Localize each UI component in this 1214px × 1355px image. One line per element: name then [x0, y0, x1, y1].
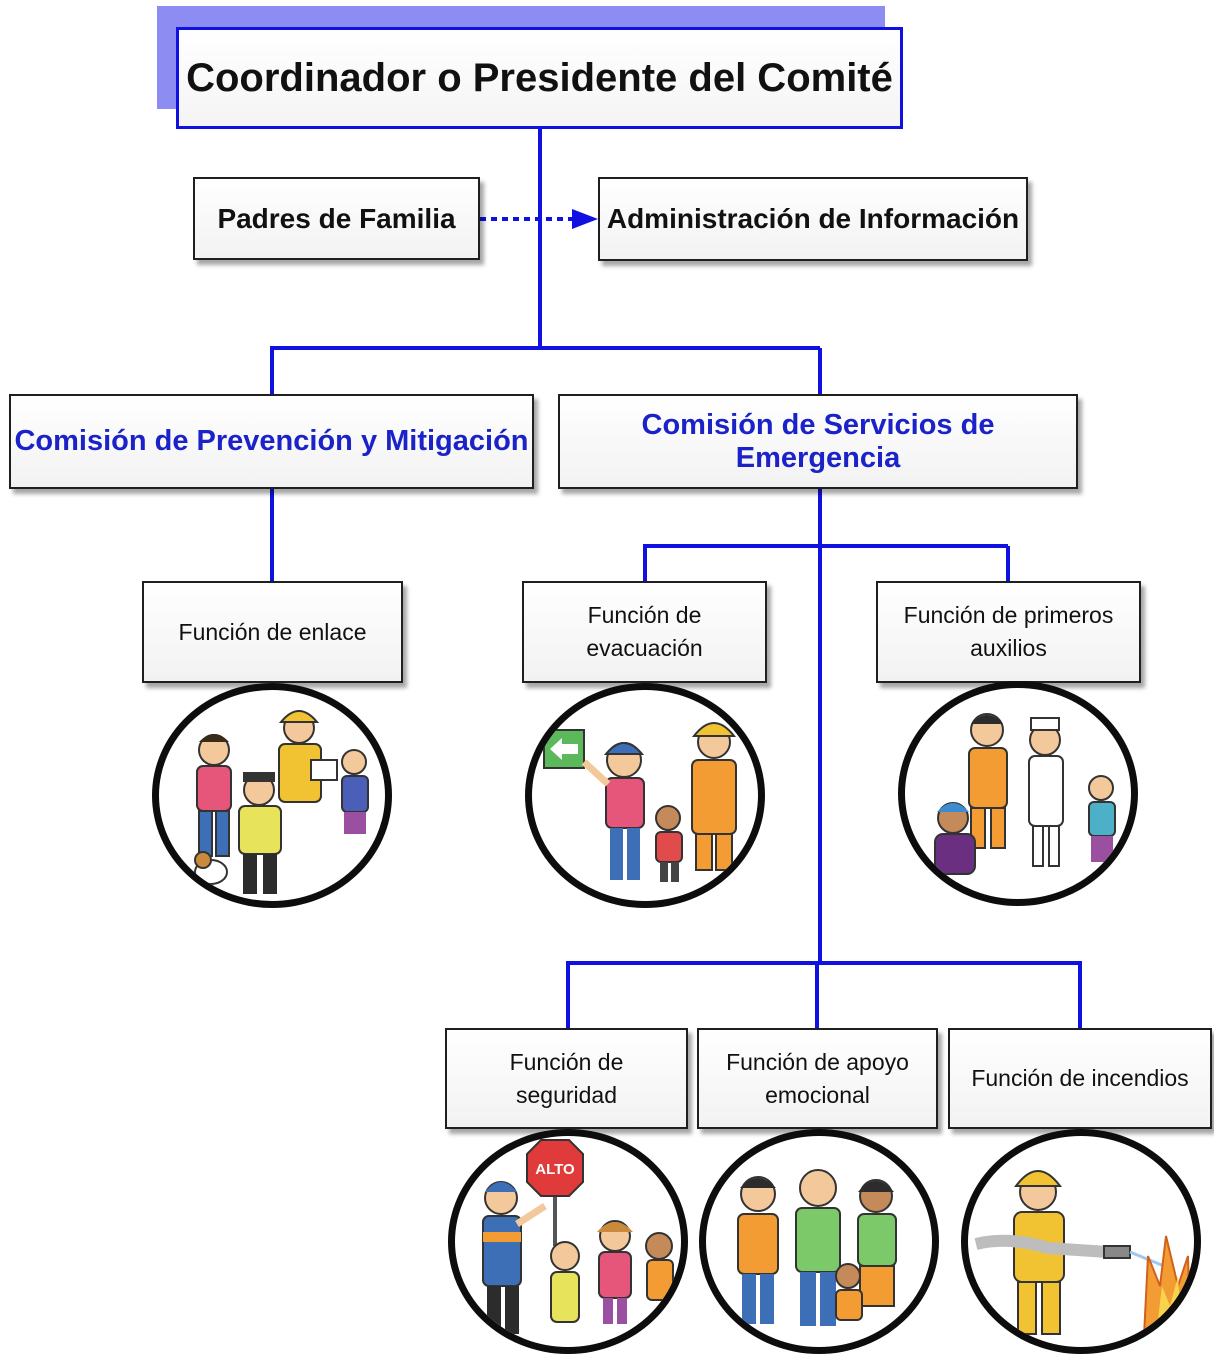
fires-function-label: Función de incendios — [971, 1065, 1189, 1091]
first-aid-function-box[interactable]: Función de primeros auxilios — [876, 581, 1141, 683]
parents-label: Padres de Familia — [217, 202, 456, 234]
coordinator-box[interactable]: Coordinador o Presidente del Comité — [176, 27, 903, 129]
child-icon — [1088, 775, 1116, 862]
parents-box[interactable]: Padres de Familia — [193, 177, 480, 260]
child-icon — [835, 1263, 863, 1321]
fires-function-box[interactable]: Función de incendios — [948, 1028, 1212, 1129]
emergency-commission-box[interactable]: Comisión de Servicios de Emergencia — [558, 394, 1078, 489]
emergency-commission-label: Comisión de Servicios de Emergencia — [641, 408, 995, 474]
rescuer-icon — [968, 713, 1008, 849]
child-icon — [341, 749, 369, 834]
emotional-support-illustration — [699, 1129, 939, 1354]
nurse-icon — [1028, 717, 1064, 867]
emotional-support-function-label: Función de apoyo emocional — [726, 1048, 909, 1108]
prevention-commission-label: Comisión de Prevención y Mitigación — [14, 425, 529, 457]
coordinator-label: Coordinador o Presidente del Comité — [186, 55, 893, 100]
inspector-icon — [238, 772, 282, 894]
first-aid-function-label: Función de primeros auxilios — [903, 602, 1114, 661]
firefighter-icon — [278, 710, 338, 803]
exit-arrow-sign-icon — [543, 729, 585, 769]
child-icon — [550, 1241, 580, 1323]
prevention-commission-box[interactable]: Comisión de Prevención y Mitigación — [9, 394, 534, 489]
man-icon — [737, 1176, 779, 1324]
flame-icon — [1142, 1235, 1192, 1337]
dog-icon — [194, 851, 228, 885]
evacuation-function-box[interactable]: Función de evacuación — [522, 581, 767, 683]
security-function-label: Función de seguridad — [509, 1048, 624, 1108]
liaison-function-box[interactable]: Función de enlace — [142, 581, 403, 683]
injured-person-icon — [934, 802, 976, 875]
liaison-illustration — [152, 683, 392, 908]
emotional-support-function-box[interactable]: Función de apoyo emocional — [697, 1028, 938, 1129]
guide-person-icon — [581, 742, 645, 880]
evacuation-illustration — [525, 683, 765, 908]
boy-icon — [645, 1232, 674, 1301]
child-icon — [655, 805, 683, 882]
security-illustration: ALTO — [448, 1129, 688, 1354]
stop-sign-text: ALTO — [535, 1161, 575, 1178]
liaison-function-label: Función de enlace — [178, 618, 367, 645]
hose-icon — [974, 1234, 1165, 1268]
first-aid-illustration — [898, 681, 1138, 906]
firefighter-icon — [691, 722, 737, 871]
girl-icon — [597, 1220, 633, 1324]
evacuation-function-label: Función de evacuación — [586, 602, 703, 661]
information-label: Administración de Información — [606, 203, 1020, 234]
arrow-head-icon — [572, 209, 598, 229]
person-icon — [196, 734, 232, 857]
information-box[interactable]: Administración de Información — [598, 177, 1028, 261]
fires-illustration — [961, 1129, 1201, 1354]
woman-icon — [857, 1179, 897, 1307]
crossing-guard-icon — [482, 1181, 547, 1334]
stop-sign-icon: ALTO — [526, 1139, 584, 1246]
security-function-box[interactable]: Función de seguridad — [445, 1028, 688, 1129]
elder-icon — [795, 1169, 841, 1326]
